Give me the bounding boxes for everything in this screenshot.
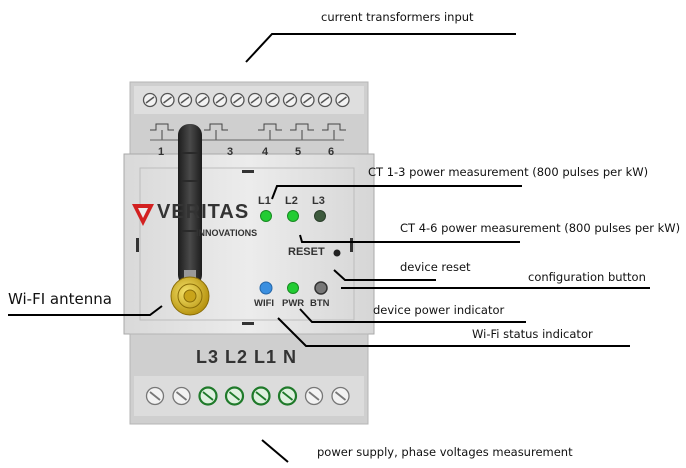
screw-terminal-icon — [195, 92, 210, 108]
reset-hole-icon[interactable] — [333, 249, 341, 257]
screw-terminal-icon — [251, 386, 271, 406]
annotation-wifi-status: Wi-Fi status indicator — [472, 327, 593, 341]
led-pwr — [287, 282, 299, 294]
annotation-supply: power supply, phase voltages measurement — [317, 445, 573, 459]
ct-number-3: 3 — [227, 146, 234, 158]
screw-terminal-icon — [335, 92, 350, 108]
panel-notch-right — [350, 238, 353, 252]
screw-terminal-icon — [230, 92, 245, 108]
led-l2 — [287, 210, 299, 222]
config-button[interactable] — [314, 281, 328, 295]
screw-terminal-icon — [160, 92, 175, 108]
reset-label: RESET — [288, 246, 325, 258]
phase-label: L3 L2 L1 N — [196, 347, 298, 367]
brand-name: VERITAS — [157, 201, 250, 223]
screw-terminal-icon — [304, 386, 324, 406]
panel-notch-bottom — [242, 322, 254, 325]
lower-screw-terminals — [145, 386, 350, 406]
led-label-l3: L3 — [312, 195, 325, 207]
screw-terminal-icon — [282, 92, 298, 108]
screw-terminal-icon — [300, 92, 315, 108]
screw-terminal-icon — [317, 92, 333, 108]
ct-number-6: 6 — [328, 146, 335, 158]
screw-terminal-icon — [145, 386, 165, 406]
panel-notch-left — [136, 238, 139, 252]
annotation-ct13: CT 1-3 power measurement (800 pulses per… — [368, 165, 649, 179]
annotation-power: device power indicator — [373, 303, 505, 317]
screw-terminal-icon — [198, 386, 218, 406]
screw-terminal-icon — [277, 386, 298, 406]
upper-screw-terminals — [142, 92, 350, 108]
led-wifi — [259, 281, 273, 295]
brand-subtitle: INNOVATIONS — [196, 228, 258, 238]
screw-terminal-icon — [265, 92, 280, 108]
upper-terminal-block — [129, 81, 369, 155]
screw-terminal-icon — [172, 386, 191, 406]
wifi-led-label: WIFI — [254, 298, 275, 309]
screw-terminal-icon — [177, 92, 193, 108]
annotation-ct-input: current transformers input — [321, 10, 474, 24]
ct-number-1: 1 — [158, 146, 165, 158]
led-label-l2: L2 — [285, 195, 298, 207]
panel-inset — [139, 167, 355, 321]
annotation-ct46: CT 4-6 power measurement (800 pulses per… — [400, 221, 681, 235]
annotation-lines — [8, 33, 650, 463]
annotation-config: configuration button — [528, 270, 646, 284]
pwr-led-label: PWR — [282, 298, 305, 309]
ct-number-4: 4 — [262, 146, 269, 158]
ct-number-5: 5 — [295, 146, 302, 158]
device-front-panel — [123, 153, 375, 335]
screw-terminal-icon — [142, 92, 158, 108]
annotation-antenna: Wi-FI antenna — [8, 290, 112, 308]
led-l3 — [314, 210, 326, 222]
lower-terminal-block — [129, 333, 369, 425]
screw-terminal-icon — [331, 386, 350, 406]
btn-label: BTN — [310, 298, 330, 309]
screw-terminal-icon — [224, 386, 245, 406]
led-label-l1: L1 — [258, 195, 271, 207]
led-l1 — [260, 210, 272, 222]
wifi-antenna — [170, 124, 210, 316]
annotation-reset: device reset — [400, 260, 471, 274]
screw-terminal-icon — [212, 92, 228, 108]
panel-notch-top — [242, 170, 254, 173]
screw-terminal-icon — [247, 92, 263, 108]
